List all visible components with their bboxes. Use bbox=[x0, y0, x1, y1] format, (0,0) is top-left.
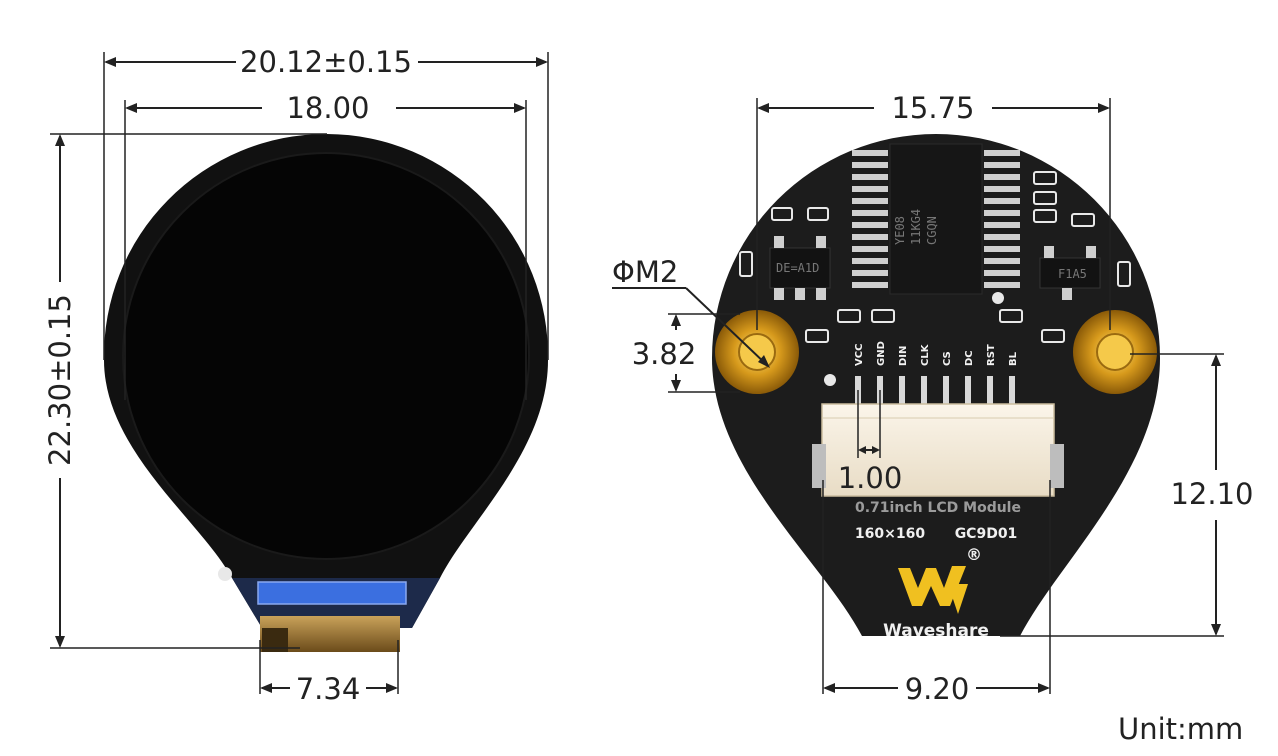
dim-front-width-total: 20.12±0.15 bbox=[240, 45, 412, 79]
waveshare-logo-arrow bbox=[948, 584, 968, 614]
pin-label-bl: BL bbox=[1008, 351, 1019, 366]
dim-front-width-display: 18.00 bbox=[286, 91, 369, 125]
silk-driver: GC9D01 bbox=[955, 526, 1018, 542]
back-view: YE08 11KG4 CGQN DE=A1D F1A5 bbox=[712, 134, 1160, 641]
pin-label-dc: DC bbox=[964, 350, 975, 366]
display-active-area bbox=[122, 152, 530, 560]
waveshare-logo-mark bbox=[898, 566, 966, 606]
pin-label-din: DIN bbox=[898, 346, 909, 366]
front-dimensions: 20.12±0.15 18.00 22.30±0.15 7.34 bbox=[43, 45, 549, 706]
dim-pin-pitch: 1.00 bbox=[838, 461, 903, 495]
main-ic: YE08 11KG4 CGQN bbox=[852, 143, 1020, 295]
dim-hole-size: 3.82 bbox=[632, 337, 697, 371]
display-marker bbox=[218, 567, 232, 581]
pin-label-cs: CS bbox=[942, 351, 953, 366]
unit-label: Unit:mm bbox=[1118, 712, 1244, 746]
main-ic-left-pins bbox=[852, 150, 888, 288]
pin-label-gnd: GND bbox=[876, 341, 887, 366]
silk-resolution: 160×160 bbox=[855, 526, 925, 542]
back-dimensions: 15.75 ΦM2 3.82 1.00 12.10 bbox=[612, 91, 1254, 706]
dim-bottom-width: 9.20 bbox=[905, 672, 970, 706]
waveshare-logo: ® Waveshare bbox=[883, 545, 989, 641]
display-blue-strip bbox=[257, 581, 407, 605]
pin-label-clk: CLK bbox=[920, 343, 931, 366]
small-chip-right-text: F1A5 bbox=[1058, 267, 1087, 281]
silk-title: 0.71inch LCD Module bbox=[855, 500, 1021, 516]
brand-label: Waveshare bbox=[883, 621, 989, 641]
small-chip-left: DE=A1D bbox=[769, 236, 831, 300]
main-ic-text-3: CGQN bbox=[925, 216, 939, 245]
pin-label-vcc: VCC bbox=[854, 344, 865, 366]
small-chip-left-text: DE=A1D bbox=[776, 261, 819, 275]
dim-hole-to-bottom: 12.10 bbox=[1170, 477, 1253, 511]
front-view bbox=[103, 133, 549, 652]
mounting-hole-right bbox=[1073, 310, 1157, 394]
pcb-pin1-marker bbox=[824, 374, 836, 386]
registered-mark: ® bbox=[966, 545, 982, 564]
main-ic-text-1: YE08 bbox=[893, 216, 907, 245]
dim-front-height: 22.30±0.15 bbox=[43, 294, 77, 466]
passive-components bbox=[739, 171, 1131, 343]
small-chip-right: F1A5 bbox=[1039, 246, 1101, 300]
pin-labels: VCC GND DIN CLK CS DC RST BL bbox=[854, 341, 1019, 366]
main-ic-right-pins bbox=[984, 150, 1020, 288]
dim-front-fpc-width: 7.34 bbox=[296, 672, 361, 706]
dim-back-hole-spacing: 15.75 bbox=[891, 91, 974, 125]
dim-hole-label: ΦM2 bbox=[612, 255, 678, 289]
main-ic-text-2: 11KG4 bbox=[909, 209, 923, 245]
pin-label-rst: RST bbox=[986, 344, 997, 366]
pcb-via bbox=[992, 292, 1004, 304]
mounting-hole-left bbox=[715, 310, 799, 394]
